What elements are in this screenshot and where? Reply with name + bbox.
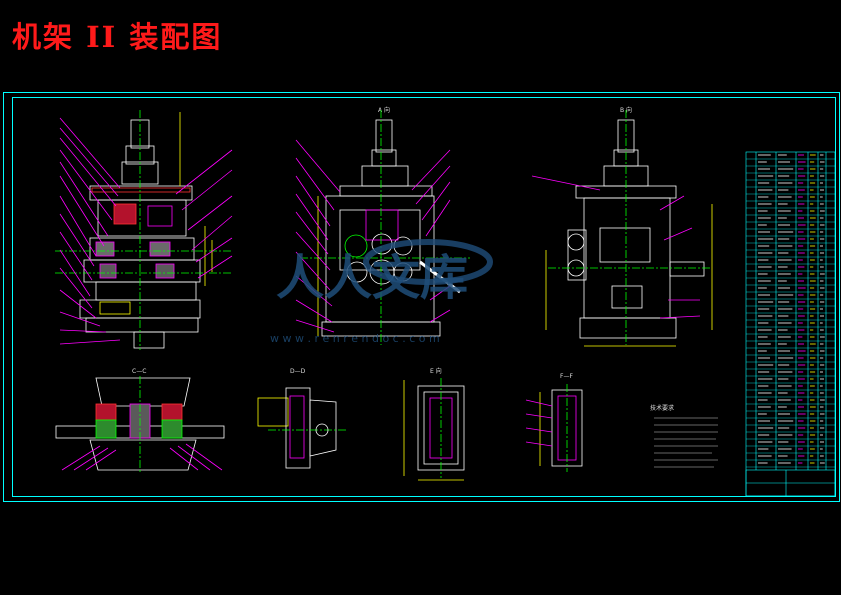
dd-section: D—D [257,368,346,469]
watermark-text: 人人文库 [276,250,468,306]
a-view: A 向 [295,106,470,345]
dd-label: D—D [290,368,306,375]
ff-label: F—F [560,373,573,380]
cc-label: C—C [132,368,146,375]
notes-heading: 技术要求 [650,404,674,412]
parts-list-rows [746,158,835,468]
a-view-label: A 向 [378,106,390,114]
page-title: 机架 II 装配图 [12,20,223,54]
front-view [55,110,233,350]
cc-section: C—C [55,368,225,474]
technical-notes: 技术要求 [650,404,718,468]
inner-frame [12,97,836,497]
parts-list-entries [758,154,825,464]
parts-list [745,151,836,497]
ff-section: F—F [525,373,583,472]
watermark-url: w w w . r e n r e n d o c . c o m [270,332,440,345]
b-view: B 向 [531,106,713,347]
watermark: 人人文库 w w w . r e n r e n d o c . c o m [270,239,493,345]
e-view: E 向 [403,367,465,481]
outer-frame [3,92,840,502]
e-label: E 向 [430,367,442,375]
